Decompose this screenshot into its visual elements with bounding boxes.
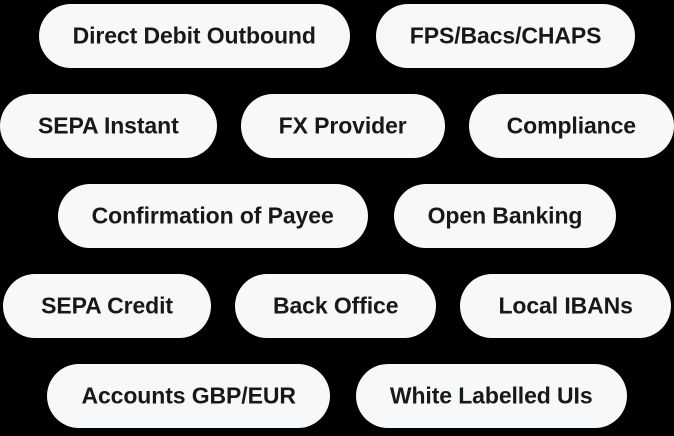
tag-pill-fps-bacs-chaps[interactable]: FPS/Bacs/CHAPS: [375, 4, 636, 68]
tag-row-2: SEPA Instant FX Provider Compliance: [0, 94, 674, 158]
tag-row-3: Confirmation of Payee Open Banking: [0, 184, 674, 248]
tag-pill-sepa-credit[interactable]: SEPA Credit: [3, 274, 211, 338]
tag-label: Open Banking: [427, 202, 583, 228]
tag-label: Local IBANs: [498, 292, 633, 318]
tag-row-1: Direct Debit Outbound FPS/Bacs/CHAPS: [0, 4, 674, 68]
tag-label: Direct Debit Outbound: [72, 22, 316, 48]
tag-pill-back-office[interactable]: Back Office: [234, 274, 437, 338]
tag-label: Accounts GBP/EUR: [81, 382, 296, 408]
tag-label: SEPA Instant: [37, 112, 179, 138]
tag-pill-direct-debit-outbound[interactable]: Direct Debit Outbound: [38, 4, 350, 68]
tag-label: White Labelled UIs: [389, 382, 593, 408]
tag-label: FPS/Bacs/CHAPS: [409, 22, 602, 48]
tag-pill-compliance[interactable]: Compliance: [468, 94, 674, 158]
tag-row-4: SEPA Credit Back Office Local IBANs: [0, 274, 674, 338]
tag-label: FX Provider: [278, 112, 407, 138]
tag-label: SEPA Credit: [41, 292, 173, 318]
tag-pill-sepa-instant[interactable]: SEPA Instant: [0, 94, 217, 158]
tag-pill-white-labelled-uis[interactable]: White Labelled UIs: [355, 364, 627, 428]
tag-pill-accounts-gbp-eur[interactable]: Accounts GBP/EUR: [47, 364, 330, 428]
tag-row-5: Accounts GBP/EUR White Labelled UIs: [0, 364, 674, 428]
tag-pill-fx-provider[interactable]: FX Provider: [240, 94, 445, 158]
tag-label: Confirmation of Payee: [91, 202, 334, 228]
tag-label: Compliance: [506, 112, 637, 138]
tag-pill-local-ibans[interactable]: Local IBANs: [460, 274, 671, 338]
tag-pill-confirmation-of-payee[interactable]: Confirmation of Payee: [57, 184, 368, 248]
tag-label: Back Office: [272, 292, 399, 318]
tag-pill-open-banking[interactable]: Open Banking: [393, 184, 617, 248]
